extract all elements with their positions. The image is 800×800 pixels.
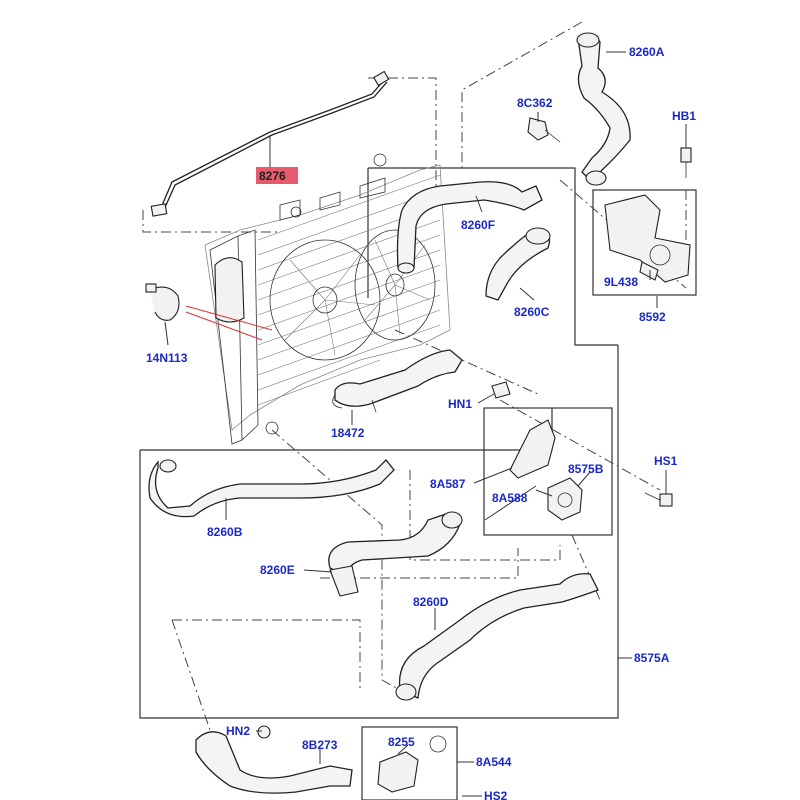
label-HS2[interactable]: HS2 [484, 789, 508, 800]
frame-8255-group [361, 726, 458, 800]
label-18472[interactable]: 18472 [331, 426, 365, 440]
part-8260E-hose [328, 511, 463, 597]
label-8260F[interactable]: 8260F [461, 218, 495, 232]
label-9L438[interactable]: 9L438 [604, 275, 638, 289]
part-8276-vent-pipe [150, 70, 390, 217]
guide-8260B [271, 429, 401, 691]
label-8C362[interactable]: 8C362 [517, 96, 553, 110]
label-8260A[interactable]: 8260A [629, 45, 665, 59]
group-labels: 8276 8260A 8C362 HB1 8260F 8260C 9L438 8… [146, 45, 696, 800]
label-8A588[interactable]: 8A588 [492, 491, 528, 505]
guide-8260E-b [320, 548, 519, 579]
part-8260B-hose [148, 459, 395, 518]
part-8260D-hose [395, 573, 599, 701]
label-HS1[interactable]: HS1 [654, 454, 678, 468]
group-guides [142, 21, 687, 731]
label-8260C[interactable]: 8260C [514, 305, 550, 319]
frame-thermostat-8592 [592, 189, 697, 296]
label-8260D[interactable]: 8260D [413, 595, 449, 609]
label-8260B[interactable]: 8260B [207, 525, 243, 539]
part-8260A-hose [576, 32, 631, 186]
guide-8260E [409, 470, 561, 561]
label-8575A[interactable]: 8575A [634, 651, 670, 665]
part-8255-housing [377, 735, 447, 793]
frame-8575B-group [483, 407, 613, 536]
guide-8260D-left [172, 619, 361, 688]
part-HS1-screw [644, 492, 673, 507]
part-HB1-bolt [680, 147, 692, 178]
part-HN1-nut [491, 381, 511, 399]
guide-8575A [571, 534, 601, 601]
part-8260C-hose [485, 227, 551, 301]
part-18472-hose [332, 349, 463, 413]
guide-8276-left [142, 210, 280, 233]
guide-hn2 [171, 619, 211, 731]
label-8B273[interactable]: 8B273 [302, 738, 338, 752]
part-8260F-hose [396, 181, 543, 274]
group-leaders [164, 51, 687, 797]
label-HN2[interactable]: HN2 [226, 724, 250, 738]
label-8592[interactable]: 8592 [639, 310, 666, 324]
label-8276[interactable]: 8276 [259, 169, 286, 183]
part-14N113-clip [145, 283, 273, 341]
label-8A587[interactable]: 8A587 [430, 477, 466, 491]
highlight-box-8276 [256, 167, 298, 184]
part-8592-housing [604, 194, 691, 283]
part-8575B-outlet [547, 477, 583, 521]
guide-radiator-hn1 [394, 329, 541, 396]
radiator-assembly [204, 153, 451, 445]
label-8255[interactable]: 8255 [388, 735, 415, 749]
part-8B273-hose [195, 725, 353, 794]
label-8260E[interactable]: 8260E [260, 563, 295, 577]
label-HN1[interactable]: HN1 [448, 397, 472, 411]
label-8A544[interactable]: 8A544 [476, 755, 512, 769]
guide-8260A [461, 21, 583, 168]
part-8C362-sensor [527, 117, 561, 143]
label-14N113[interactable]: 14N113 [146, 351, 188, 365]
frame-radiator-hoses [368, 167, 618, 346]
part-8A587-bracket [509, 419, 556, 479]
label-HB1[interactable]: HB1 [672, 109, 696, 123]
label-8575B[interactable]: 8575B [568, 462, 604, 476]
